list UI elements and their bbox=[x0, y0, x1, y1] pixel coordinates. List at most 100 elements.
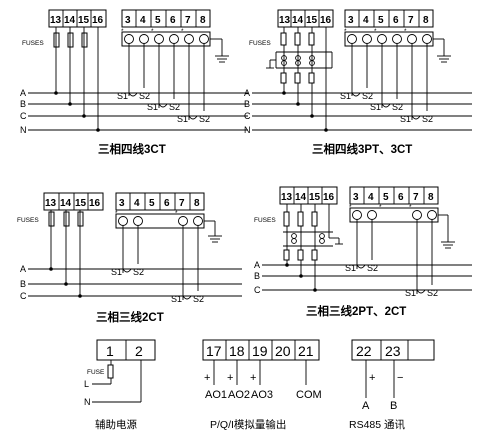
terminal-8: 8 bbox=[200, 15, 206, 26]
caption-analog-output: P/Q/I模拟量输出 bbox=[210, 418, 286, 431]
svg-text:A: A bbox=[20, 88, 26, 98]
svg-text:15: 15 bbox=[309, 192, 321, 203]
svg-text:S1: S1 bbox=[345, 263, 356, 273]
current-terminal-block: 3 4 5 6 7 8 bbox=[121, 9, 211, 28]
svg-text:C: C bbox=[244, 111, 251, 121]
svg-text:13: 13 bbox=[281, 192, 293, 203]
svg-text:S1: S1 bbox=[340, 91, 351, 101]
svg-text:B: B bbox=[20, 99, 26, 109]
svg-text:S2: S2 bbox=[133, 267, 144, 277]
svg-text:*: * bbox=[151, 28, 154, 35]
svg-text:3: 3 bbox=[119, 198, 125, 209]
svg-text:N: N bbox=[84, 397, 91, 407]
svg-text:20: 20 bbox=[275, 343, 291, 359]
svg-text:S2: S2 bbox=[367, 263, 378, 273]
svg-text:*: * bbox=[181, 28, 184, 35]
svg-text:S1: S1 bbox=[370, 102, 381, 112]
svg-text:S2: S2 bbox=[392, 102, 403, 112]
svg-text:14: 14 bbox=[292, 15, 304, 26]
fuses-label: FUSES bbox=[22, 40, 44, 47]
analog-output-diagram: 17 18 19 20 21 + + + AO1 AO2 AO3 COM P/Q… bbox=[202, 339, 322, 431]
svg-text:S2: S2 bbox=[427, 288, 438, 298]
svg-text:8: 8 bbox=[428, 192, 434, 203]
svg-text:*: * bbox=[175, 210, 178, 217]
svg-text:S2: S2 bbox=[199, 114, 210, 124]
svg-text:*: * bbox=[404, 28, 407, 35]
svg-text:B: B bbox=[254, 271, 260, 281]
svg-text:C: C bbox=[20, 111, 27, 121]
svg-text:+: + bbox=[369, 372, 375, 384]
svg-text:S1: S1 bbox=[400, 114, 411, 124]
svg-text:L: L bbox=[84, 379, 89, 389]
svg-text:15: 15 bbox=[75, 198, 87, 209]
svg-text:*: * bbox=[115, 210, 118, 217]
svg-text:S2: S2 bbox=[362, 91, 373, 101]
svg-text:5: 5 bbox=[149, 198, 155, 209]
terminal-3: 3 bbox=[125, 15, 131, 26]
svg-text:13: 13 bbox=[45, 198, 57, 209]
svg-text:18: 18 bbox=[229, 343, 245, 359]
svg-text:6: 6 bbox=[393, 15, 399, 26]
svg-text:S2: S2 bbox=[169, 102, 180, 112]
svg-text:*: * bbox=[409, 204, 412, 211]
terminal-14: 14 bbox=[64, 15, 76, 26]
svg-text:16: 16 bbox=[89, 198, 101, 209]
svg-text:14: 14 bbox=[60, 198, 72, 209]
svg-text:17: 17 bbox=[206, 343, 222, 359]
terminal-4: 4 bbox=[140, 15, 146, 26]
terminal-16: 16 bbox=[92, 15, 104, 26]
aux-power-diagram: 1 2 FUSE L N 辅助电源 bbox=[84, 339, 156, 431]
svg-text:13: 13 bbox=[279, 15, 291, 26]
svg-text:S1: S1 bbox=[171, 294, 182, 304]
svg-text:4: 4 bbox=[134, 198, 140, 209]
svg-text:8: 8 bbox=[423, 15, 429, 26]
svg-text:16: 16 bbox=[320, 15, 332, 26]
diagram-3p4w-3pt-3ct: 13 14 15 16 3 4 5 6 7 8 * * * FUSES A B … bbox=[244, 9, 472, 156]
svg-text:C: C bbox=[254, 285, 261, 295]
svg-text:+: + bbox=[250, 372, 256, 384]
svg-text:15: 15 bbox=[306, 15, 318, 26]
caption-3p3w-2pt-2ct: 三相三线2PT、2CT bbox=[306, 304, 406, 318]
svg-text:AO1: AO1 bbox=[205, 389, 227, 401]
terminal-5: 5 bbox=[155, 15, 161, 26]
svg-text:14: 14 bbox=[295, 192, 307, 203]
svg-text:FUSES: FUSES bbox=[249, 40, 271, 47]
svg-text:16: 16 bbox=[323, 192, 335, 203]
terminal-2: 2 bbox=[135, 343, 143, 359]
svg-text:S2: S2 bbox=[422, 114, 433, 124]
svg-text:FUSE: FUSE bbox=[87, 369, 105, 376]
svg-text:AO2: AO2 bbox=[228, 389, 250, 401]
svg-text:FUSES: FUSES bbox=[254, 217, 276, 224]
svg-text:B: B bbox=[244, 99, 250, 109]
svg-text:A: A bbox=[20, 264, 26, 274]
diagram-3p3w-2pt-2ct: 13 14 15 16 3 4 5 6 7 8 * * * FUSES A B … bbox=[254, 186, 472, 318]
svg-text:7: 7 bbox=[408, 15, 414, 26]
svg-text:A: A bbox=[362, 400, 370, 412]
svg-text:7: 7 bbox=[179, 198, 185, 209]
svg-text:B: B bbox=[390, 400, 397, 412]
svg-text:3: 3 bbox=[353, 192, 359, 203]
svg-text:*: * bbox=[349, 204, 352, 211]
svg-text:S1: S1 bbox=[117, 91, 128, 101]
diagram-3p4w-3ct: 13 14 15 16 3 4 5 6 7 8 * * * FUSES A B bbox=[20, 9, 248, 156]
svg-text:8: 8 bbox=[194, 198, 200, 209]
svg-text:*: * bbox=[379, 204, 382, 211]
svg-text:AO3: AO3 bbox=[251, 389, 273, 401]
svg-text:N: N bbox=[244, 125, 251, 135]
svg-text:N: N bbox=[20, 125, 27, 135]
svg-text:19: 19 bbox=[252, 343, 268, 359]
svg-text:A: A bbox=[244, 88, 250, 98]
svg-text:+: + bbox=[204, 372, 210, 384]
svg-text:S1: S1 bbox=[405, 288, 416, 298]
svg-text:COM: COM bbox=[296, 389, 322, 401]
svg-text:*: * bbox=[121, 28, 124, 35]
svg-text:A: A bbox=[254, 260, 260, 270]
svg-text:22: 22 bbox=[356, 343, 372, 359]
caption-rs485: RS485 通讯 bbox=[349, 418, 406, 431]
terminal-13: 13 bbox=[50, 15, 62, 26]
svg-text:+: + bbox=[227, 372, 233, 384]
svg-text:5: 5 bbox=[378, 15, 384, 26]
svg-text:B: B bbox=[20, 279, 26, 289]
rs485-diagram: 22 23 + − A B RS485 通讯 bbox=[349, 339, 435, 431]
